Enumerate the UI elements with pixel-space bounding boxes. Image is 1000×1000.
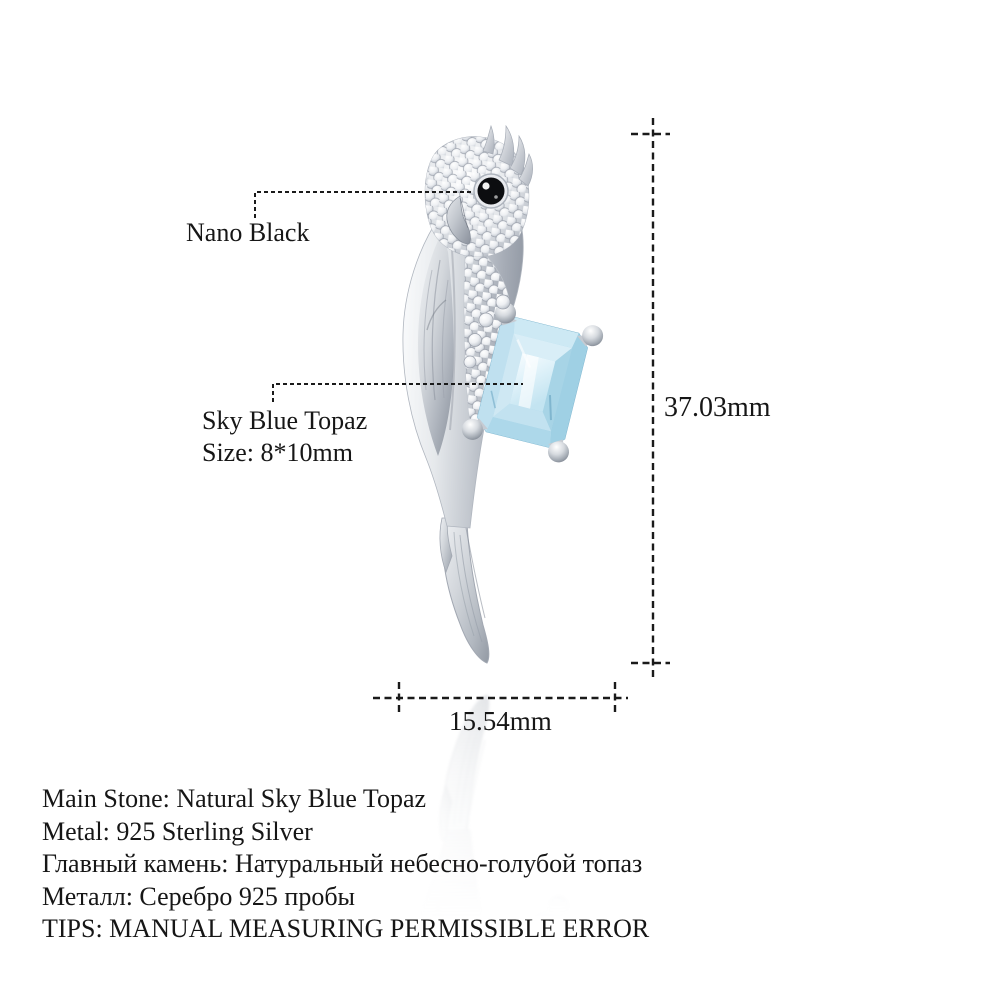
spec-line-metal: Metal: 925 Sterling Silver	[42, 816, 313, 846]
bird-eye	[473, 173, 509, 209]
topaz-stone	[461, 302, 604, 463]
stone-size-text: Size: 8*10mm	[202, 438, 353, 467]
width-dimension-value: 15.54mm	[449, 706, 552, 736]
spec-line-main-stone-ru: Главный камень: Натуральный небесно-голу…	[42, 849, 643, 878]
nano-black-label: Nano Black	[186, 218, 310, 247]
stone-callout-label: Sky Blue Topaz Size: 8*10mm	[202, 405, 367, 469]
bird-crest	[482, 124, 533, 187]
height-dimension-value: 37.03mm	[664, 392, 771, 423]
stone-name-text: Sky Blue Topaz	[202, 406, 368, 435]
pendant-illustration	[402, 124, 604, 664]
spec-line-tips: TIPS: MANUAL MEASURING PERMISSIBLE ERROR	[42, 914, 650, 943]
prong-balls	[461, 302, 604, 463]
spec-line-metal-ru: Металл: Серебро 925 пробы	[42, 881, 356, 911]
accent-crystals	[463, 294, 511, 369]
spec-line-main-stone: Main Stone: Natural Sky Blue Topaz	[42, 784, 427, 813]
bird-pendant-figure	[402, 124, 604, 664]
product-specs: Main Stone: Natural Sky Blue Topaz Metal…	[42, 783, 649, 946]
bird-tail	[439, 517, 490, 664]
